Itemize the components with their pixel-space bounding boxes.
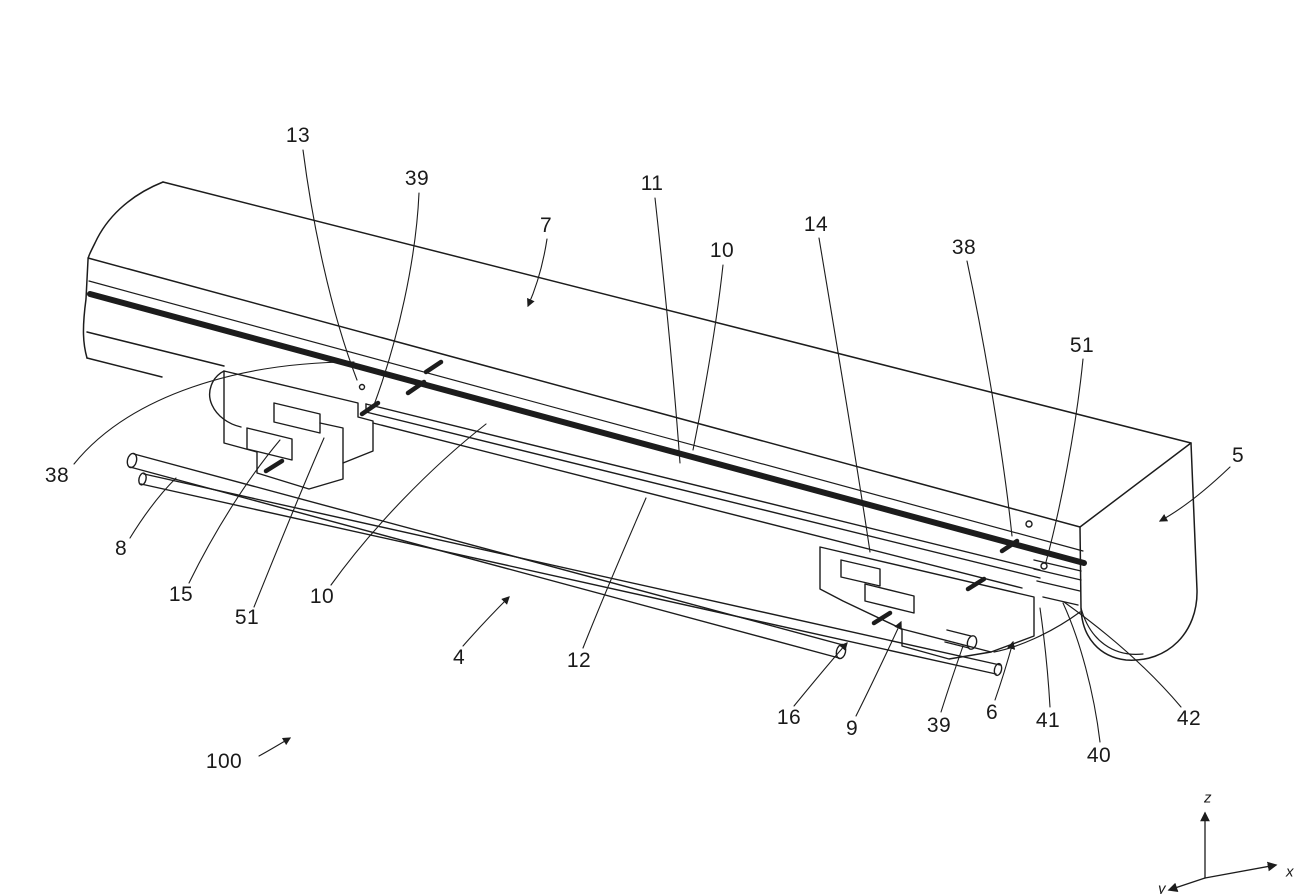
ref-label-8: 8 xyxy=(114,537,128,560)
ref-label-13: 13 xyxy=(285,124,311,147)
ref-label-14: 14 xyxy=(803,213,829,236)
ref-label-40: 40 xyxy=(1086,744,1112,767)
axis-triad xyxy=(1167,811,1278,893)
right-carriage-insert-a xyxy=(840,559,881,587)
leader-14 xyxy=(818,237,871,553)
housing-outline xyxy=(82,181,1198,661)
leader-39-top xyxy=(373,192,420,406)
leader-39-bottom xyxy=(940,645,964,713)
ref-label-38-right: 38 xyxy=(951,236,977,259)
leader-13 xyxy=(302,149,358,381)
upper-rail xyxy=(365,403,1041,571)
end-hole-upper xyxy=(1025,520,1033,528)
leader-6 xyxy=(994,640,1016,701)
ref-label-16: 16 xyxy=(776,706,802,729)
right-carriage-block xyxy=(819,520,1082,660)
leader-10-top xyxy=(692,264,724,451)
leader-11 xyxy=(654,197,681,464)
leader-lines xyxy=(73,149,1231,757)
leader-7 xyxy=(527,238,548,308)
ref-label-38-left: 38 xyxy=(44,464,70,487)
left-carriage-insert-b xyxy=(246,427,293,461)
rail-assembly xyxy=(126,403,1041,677)
housing-top-face xyxy=(87,181,1192,528)
axis-label-x: x xyxy=(1286,863,1294,881)
leader-4 xyxy=(462,596,510,647)
ref-label-5: 5 xyxy=(1231,444,1245,467)
ref-label-12: 12 xyxy=(566,649,592,672)
ref-label-9: 9 xyxy=(845,717,859,740)
housing-end-face xyxy=(1079,442,1198,661)
ref-label-51-right: 51 xyxy=(1069,334,1095,357)
right-carriage-insert-b xyxy=(864,583,915,614)
axis-y-arrow xyxy=(1167,877,1206,893)
axis-x-arrow xyxy=(1204,861,1278,879)
rail-end-detail xyxy=(1033,559,1082,572)
housing-break-edge xyxy=(82,181,164,359)
ref-label-41: 41 xyxy=(1035,709,1061,732)
ref-label-39-bottom: 39 xyxy=(926,714,952,737)
leader-51-right xyxy=(1045,358,1084,563)
lower-rail xyxy=(143,473,1001,666)
ref-label-11: 11 xyxy=(640,172,664,195)
leader-12 xyxy=(582,497,647,649)
axis-label-y: y xyxy=(1158,880,1166,894)
leader-40 xyxy=(1062,602,1101,743)
leader-38-left xyxy=(73,361,355,465)
left-carriage-block xyxy=(208,370,374,490)
leader-16 xyxy=(793,642,848,707)
ref-label-10-left: 10 xyxy=(309,585,335,608)
leader-8 xyxy=(129,477,177,539)
axis-label-z: z xyxy=(1204,789,1212,807)
ref-label-39-top: 39 xyxy=(404,167,430,190)
ref-label-4: 4 xyxy=(452,646,466,669)
ref-label-100: 100 xyxy=(205,750,243,773)
ref-label-7: 7 xyxy=(539,214,553,237)
ref-label-10-top: 10 xyxy=(709,239,735,262)
housing-front-band xyxy=(87,291,1087,566)
section-ticks xyxy=(263,359,1020,626)
leader-9 xyxy=(855,620,902,717)
left-carriage-insert-a xyxy=(273,402,321,434)
leader-38-right xyxy=(966,260,1013,537)
ref-label-42: 42 xyxy=(1176,707,1202,730)
leader-15 xyxy=(188,439,281,584)
leader-100 xyxy=(258,737,292,757)
ref-label-15: 15 xyxy=(168,583,194,606)
ref-label-6: 6 xyxy=(985,701,999,724)
leader-41 xyxy=(1039,607,1051,708)
rod-end-stub xyxy=(946,629,972,637)
leader-5 xyxy=(1158,466,1231,522)
end-hole-lower xyxy=(1040,562,1048,570)
ref-label-51-left: 51 xyxy=(234,606,260,629)
leader-42 xyxy=(1063,601,1182,708)
leader-10-left xyxy=(330,423,487,586)
leader-51-left xyxy=(253,437,325,608)
